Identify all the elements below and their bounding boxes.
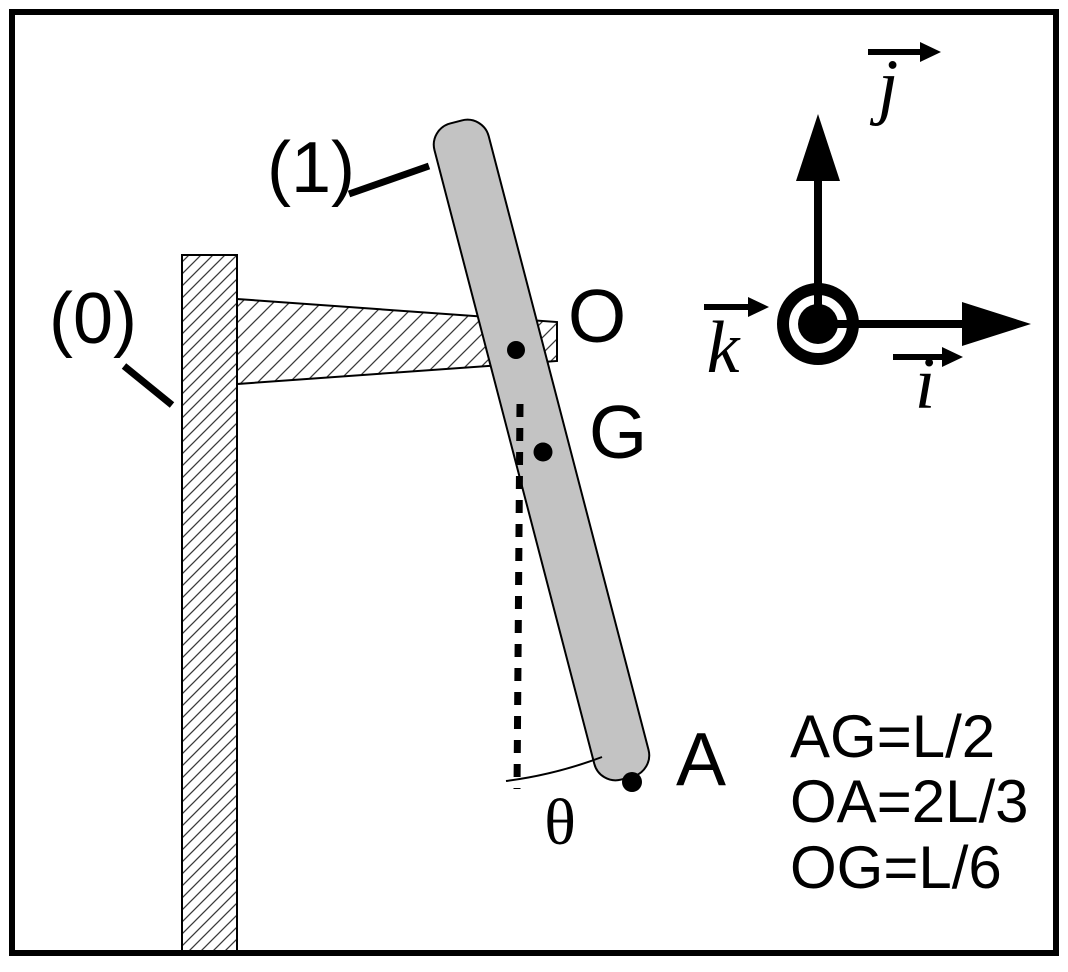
vector-j-arrow-icon bbox=[868, 42, 941, 62]
vector-k-label: k bbox=[707, 307, 741, 389]
equation-og: OG=L/6 bbox=[790, 834, 1002, 901]
point-a-label: A bbox=[676, 717, 726, 801]
angle-theta-arc bbox=[505, 756, 603, 782]
point-o-label: O bbox=[568, 274, 626, 358]
axis-k-out-of-page-dot-icon bbox=[798, 304, 838, 344]
rod-label-leader-line bbox=[347, 162, 431, 198]
vertical-dashed-reference-line bbox=[513, 403, 524, 790]
rod-label: (1) bbox=[267, 128, 355, 208]
point-g-dot bbox=[533, 442, 553, 462]
point-a-dot bbox=[622, 772, 642, 792]
axis-i-arrowhead-icon bbox=[962, 302, 1031, 346]
equations-block: AG=L/2 OA=2L/3 OG=L/6 bbox=[790, 703, 1029, 901]
point-g-label: G bbox=[589, 390, 647, 474]
vector-k-arrow-icon bbox=[704, 297, 769, 317]
equation-ag: AG=L/2 bbox=[790, 703, 995, 770]
bracket-support bbox=[236, 297, 558, 386]
vector-i-arrow-icon bbox=[893, 347, 963, 367]
angle-theta-label: θ bbox=[544, 786, 576, 859]
axis-j-arrowhead-icon bbox=[796, 114, 840, 181]
wall-hatched bbox=[181, 254, 238, 952]
point-o-dot bbox=[507, 341, 525, 359]
wall-label-leader-line bbox=[121, 363, 175, 408]
vector-i-label: i bbox=[915, 343, 936, 425]
equation-oa: OA=2L/3 bbox=[790, 768, 1029, 835]
wall-label: (0) bbox=[49, 279, 137, 359]
axis-k-out-of-page-ring-icon bbox=[777, 283, 859, 365]
